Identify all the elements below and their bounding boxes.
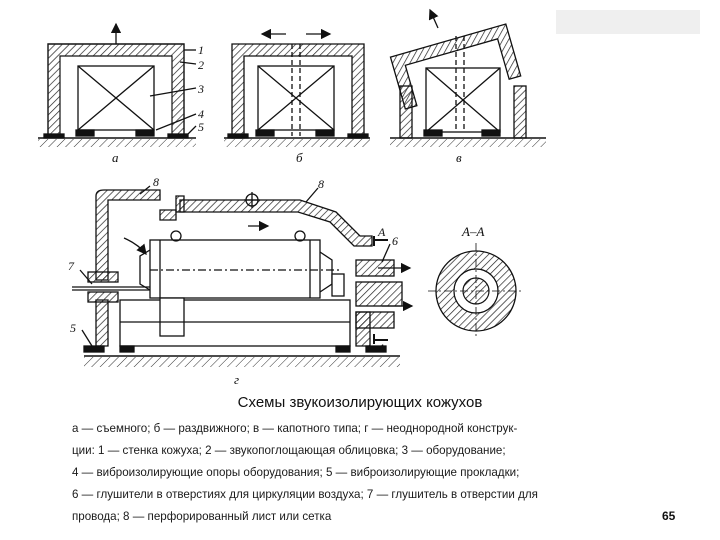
callout-6: 6	[392, 234, 398, 248]
slide-title: Схемы звукоизолирующих кожухов	[237, 394, 483, 411]
caption-line: 4 — виброизолирующие опоры оборудования;…	[72, 466, 520, 479]
caption-line: а — съемного; б — раздвижного; в — капот…	[72, 422, 518, 435]
panel-b	[224, 28, 370, 147]
caption-line: 6 — глушители в отверстиях для циркуляци…	[72, 488, 538, 501]
panel-g-label: г	[234, 372, 239, 387]
caption-line: ции: 1 — стенка кожуха; 2 — звукопоглоща…	[72, 444, 506, 457]
panel-a-callouts: 1 2 3 4 5 а	[112, 43, 204, 165]
panel-b-label: б	[296, 150, 303, 165]
callout-7: 7	[68, 259, 75, 273]
section-label: А–А	[461, 224, 484, 239]
section-a-a	[428, 243, 524, 339]
callout-5-g: 5	[70, 321, 76, 335]
page-number: 65	[662, 509, 676, 523]
panel-a	[38, 22, 197, 147]
section-mark-bottom: А	[377, 341, 386, 355]
corner-patch	[556, 10, 700, 34]
panel-a-label: а	[112, 150, 119, 165]
caption-line: провода; 8 — перфорированный лист или се…	[72, 510, 332, 523]
callout-3: 3	[197, 82, 204, 96]
callout-8-right: 8	[318, 177, 324, 191]
callout-1: 1	[198, 43, 204, 57]
panel-g	[72, 185, 414, 367]
callout-4: 4	[198, 107, 204, 121]
panel-g-callouts: 8 8 6 7 5 А А г	[68, 175, 398, 387]
panel-v	[389, 8, 546, 147]
section-mark-top: А	[377, 225, 386, 239]
panel-v-label: в	[456, 150, 462, 165]
callout-8-left: 8	[153, 175, 159, 189]
figure-caption: а — съемного; б — раздвижного; в — капот…	[72, 418, 632, 528]
callout-5: 5	[198, 120, 204, 134]
callout-2: 2	[198, 58, 204, 72]
